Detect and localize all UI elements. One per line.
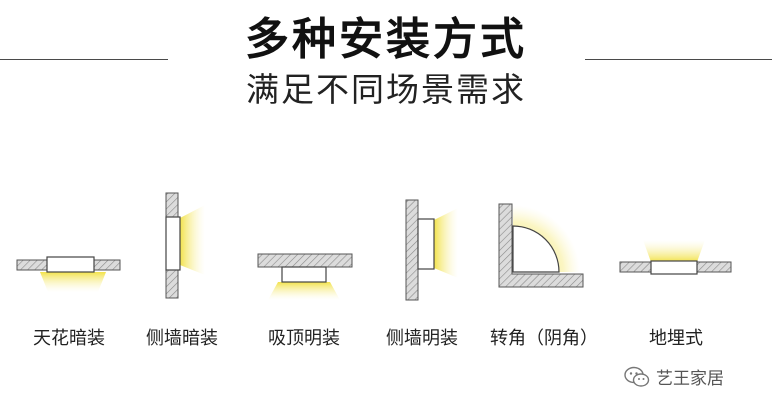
left-divider-line: [0, 59, 168, 60]
label-floor-recessed: 地埋式: [649, 328, 703, 349]
wechat-icon: [624, 366, 650, 387]
diagram-inside-corner: [498, 203, 584, 288]
watermark: 艺王家居: [624, 364, 724, 389]
page-subtitle: 满足不同场景需求: [246, 70, 526, 109]
diagram-floor-recessed: [619, 240, 732, 275]
label-side-wall-surface: 侧墙明装: [386, 328, 458, 349]
label-ceiling-recessed: 天花暗装: [33, 328, 105, 349]
account-name: 艺王家居: [656, 369, 724, 389]
diagram-side-wall-recessed: [165, 192, 205, 299]
page-title: 多种安装方式: [245, 14, 527, 65]
label-inside-corner: 转角（阴角）: [490, 328, 598, 349]
diagram-ceiling-recessed: [16, 256, 121, 292]
diagram-side-wall-surface: [405, 199, 458, 301]
right-divider-line: [585, 59, 772, 60]
diagram-ceiling-surface: [257, 253, 353, 300]
label-ceiling-surface: 吸顶明装: [268, 328, 340, 349]
label-side-wall-recessed: 侧墙暗装: [146, 328, 218, 349]
